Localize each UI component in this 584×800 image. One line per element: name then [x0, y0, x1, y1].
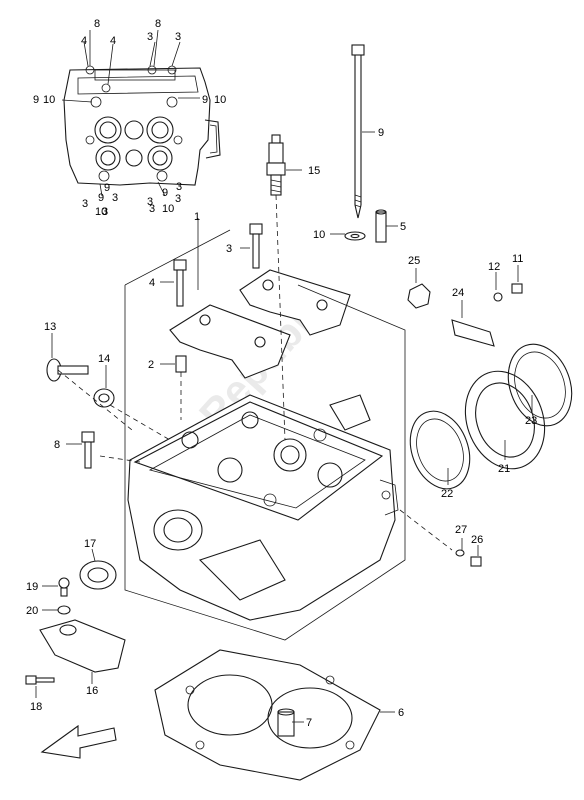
front-direction-arrow [40, 724, 117, 759]
inset-label: 9 [202, 94, 208, 106]
inset-label: 3 [149, 203, 155, 215]
callout-22: 22 [441, 488, 453, 500]
inset-callouts: 8 4 8 4 3 3 9 10 9 10 9 3 9 3 3 9 3 3 10… [33, 18, 226, 218]
inset-label: 3 [147, 196, 153, 208]
callout-14: 14 [98, 353, 110, 365]
inset-label: 3 [147, 31, 153, 43]
callout-4: 4 [149, 277, 155, 289]
callout-7: 7 [306, 717, 312, 729]
small-hardware [407, 283, 523, 567]
assembly-dashes [57, 194, 453, 551]
callout-2: 2 [148, 359, 154, 371]
inset-label: 9 [33, 94, 39, 106]
callout-20: 20 [26, 605, 38, 617]
inset-head-top-view [61, 29, 221, 197]
callout-27: 27 [455, 524, 467, 536]
long-bolt [351, 44, 365, 219]
callout-leaders [35, 131, 533, 723]
callout-26: 26 [471, 534, 483, 546]
callout-21: 21 [498, 463, 510, 475]
callout-24: 24 [452, 287, 464, 299]
side-bolt [81, 431, 95, 469]
inset-label: 8 [94, 18, 100, 30]
inset-label: 10 [162, 203, 174, 215]
inset-label: 10 [43, 94, 55, 106]
callout-15: 15 [308, 165, 320, 177]
camshaft-caps [169, 269, 351, 379]
callout-3: 3 [226, 243, 232, 255]
callout-10: 10 [313, 229, 325, 241]
cylinder-head-body [127, 394, 399, 621]
assembly-outline [124, 229, 406, 641]
callout-13: 13 [44, 321, 56, 333]
camshaft-cap-bolts [173, 223, 263, 307]
callout-19: 19 [26, 581, 38, 593]
head-gasket [154, 649, 381, 781]
callout-1: 1 [194, 211, 200, 223]
inset-label: 3 [102, 206, 108, 218]
washer-and-dowel [344, 209, 387, 243]
spark-plug [266, 134, 286, 196]
inset-label: 3 [112, 192, 118, 204]
inset-label: 9 [162, 187, 168, 199]
inset-label: 4 [110, 35, 116, 47]
callout-9: 9 [378, 127, 384, 139]
inset-label: 4 [81, 35, 87, 47]
callout-25: 25 [408, 255, 420, 267]
dowel-pin [175, 355, 187, 373]
callout-6: 6 [398, 707, 404, 719]
inset-label: 3 [175, 193, 181, 205]
main-callouts: 1 2 3 4 5 6 7 8 9 10 11 12 13 14 15 16 1… [26, 127, 537, 729]
callout-16: 16 [86, 685, 98, 697]
callout-17: 17 [84, 538, 96, 550]
inset-label: 3 [82, 198, 88, 210]
callout-8: 8 [54, 439, 60, 451]
inset-label: 10 [214, 94, 226, 106]
oil-bolt [46, 358, 115, 408]
inset-label: 8 [155, 18, 161, 30]
inset-label: 9 [98, 192, 104, 204]
callout-23: 23 [525, 415, 537, 427]
callout-18: 18 [30, 701, 42, 713]
inset-label: 3 [175, 31, 181, 43]
callout-5: 5 [400, 221, 406, 233]
inset-label: 3 [176, 181, 182, 193]
callout-12: 12 [488, 261, 500, 273]
intake-pipe [409, 319, 573, 490]
thermostat-housing [25, 560, 126, 685]
callout-11: 11 [512, 253, 523, 265]
inset-label: 10 [95, 206, 107, 218]
inset-label: 9 [104, 182, 110, 194]
